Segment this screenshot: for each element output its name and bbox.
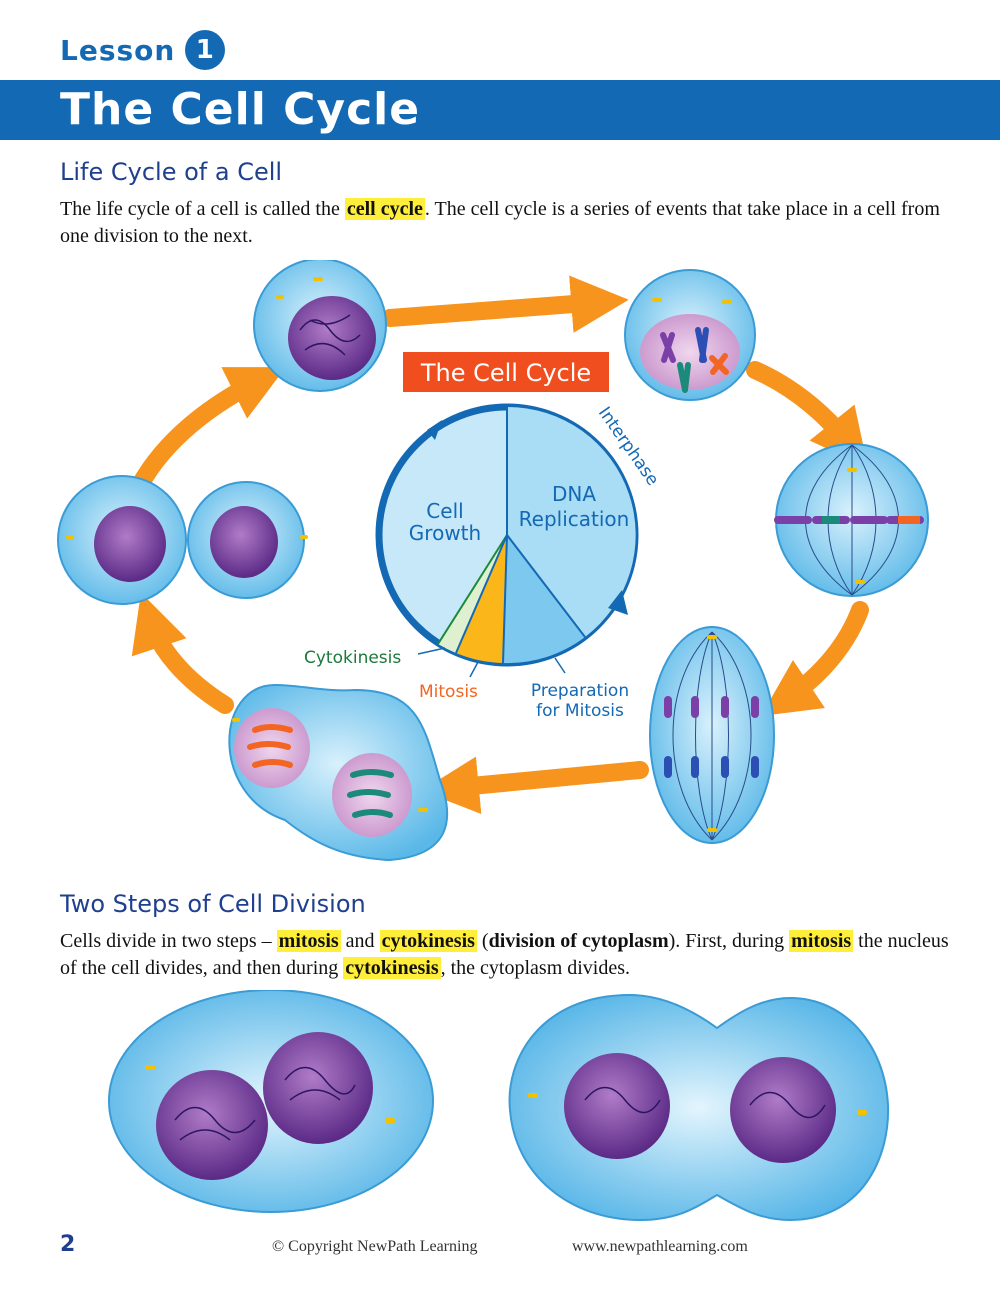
lesson-label: Lesson 1 [60, 30, 226, 70]
footer-copyright: © Copyright NewPath Learning [272, 1238, 478, 1255]
text-span: ). First, during [668, 930, 790, 952]
highlight-mitosis: mitosis [276, 930, 341, 952]
text-span: Cells divide in two steps – [60, 930, 277, 952]
text-span: The life cycle of a cell is called the [60, 198, 345, 220]
title-banner [0, 80, 1000, 140]
label-mitosis: Mitosis [419, 682, 478, 702]
lesson-number-badge: 1 [185, 30, 226, 70]
label-dna-1: DNA [552, 482, 596, 506]
cell-mitosis-illustration [108, 990, 434, 1213]
label-cell-growth-1: Cell [426, 499, 463, 523]
cell-cytokinesis-illustration [508, 993, 890, 1222]
diagram-title: The Cell Cycle [420, 359, 591, 387]
text-span: and [340, 930, 380, 952]
label-preparation-1: Preparation [531, 681, 629, 701]
cell-prophase [624, 269, 756, 401]
cell-anaphase [649, 626, 775, 844]
cell-cycle-diagram: The Cell Cycle Interphase Cell Growth DN… [57, 260, 929, 862]
page-number: 2 [60, 1232, 76, 1257]
diagram-title-box [403, 352, 609, 392]
paragraph-life-cycle: The life cycle of a cell is called the c… [60, 196, 960, 250]
page-title: The Cell Cycle [60, 84, 421, 135]
text-span: . The cell cycle is a series of events t… [60, 198, 940, 247]
text-span: , the cytoplasm divides. [440, 957, 631, 979]
cell-metaphase [774, 443, 929, 597]
bold-division-of-cytoplasm: division of cytoplasm [488, 930, 669, 952]
footer-url: www.newpathlearning.com [572, 1238, 748, 1255]
label-preparation-2: for Mitosis [536, 701, 624, 721]
cell-interphase [253, 260, 387, 392]
section-heading-two-steps: Two Steps of Cell Division [60, 890, 366, 918]
cycle-arrows [131, 275, 869, 814]
cell-telophase [228, 683, 449, 862]
cell-cycle-pie [375, 403, 639, 667]
highlight-cell-cycle: cell cycle [344, 198, 425, 220]
highlight-cytokinesis: cytokinesis [379, 930, 477, 952]
text-span: ( [476, 930, 489, 952]
label-dna-2: Replication [519, 507, 630, 531]
text-span: the nucleus of the cell divides, and the… [60, 930, 949, 979]
highlight-cytokinesis-2: cytokinesis [343, 957, 441, 979]
paragraph-two-steps: Cells divide in two steps – mitosis and … [60, 928, 960, 982]
highlight-mitosis-2: mitosis [789, 930, 854, 952]
label-cytokinesis: Cytokinesis [304, 648, 401, 668]
lesson-text: Lesson [60, 33, 176, 67]
label-cell-growth-2: Growth [409, 521, 481, 545]
section-heading-life-cycle: Life Cycle of a Cell [60, 158, 283, 186]
cell-division-illustrations [108, 990, 890, 1222]
daughter-cells [57, 475, 308, 605]
